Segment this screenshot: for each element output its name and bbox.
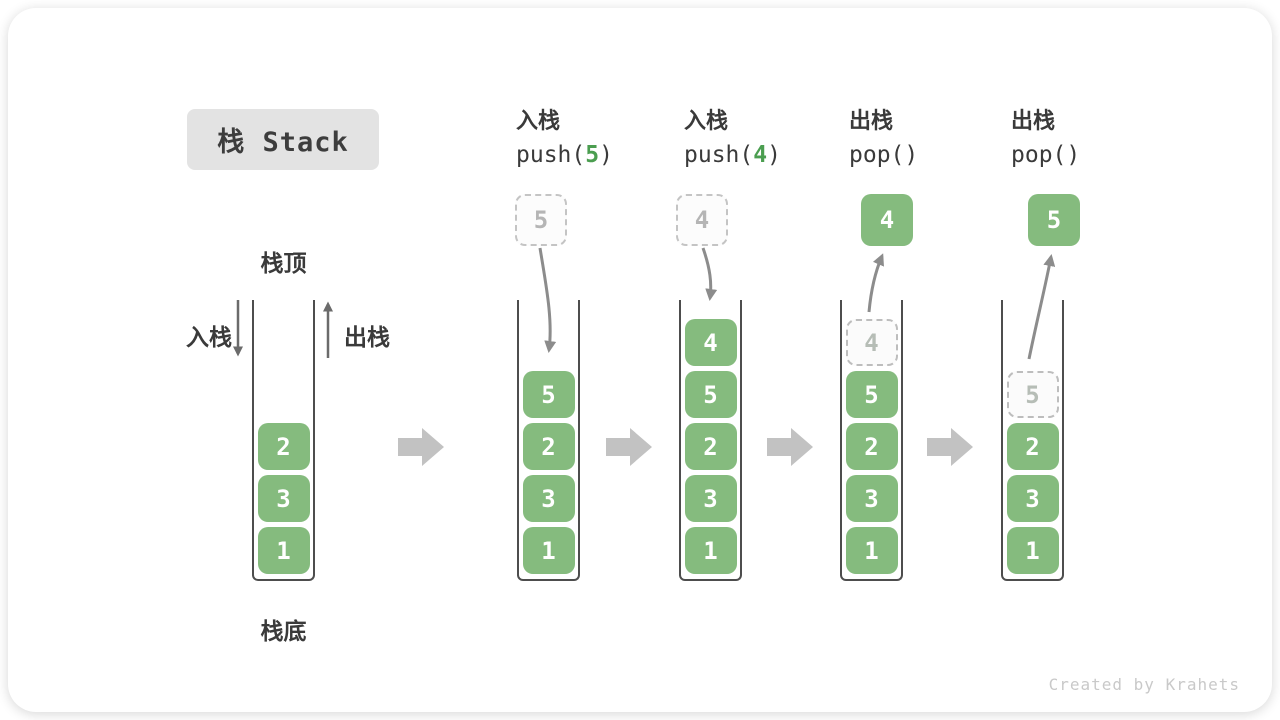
flow-arrow-icon <box>606 428 652 466</box>
operation-name: 出栈 <box>1011 108 1056 133</box>
operation-header-push-5: 入栈 push(5) <box>516 104 613 172</box>
stack-block: 3 <box>845 475 898 522</box>
stack-block: 2 <box>522 423 575 470</box>
stack-block-ghost: 5 <box>1006 371 1059 418</box>
stack-bottom-label: 栈底 <box>260 618 307 644</box>
operation-code: push(4) <box>684 138 781 172</box>
value-text: 4 <box>879 206 895 234</box>
stack-block: 3 <box>522 475 575 522</box>
flow-arrow-icon <box>398 428 444 466</box>
flow-arrow-icon <box>927 428 973 466</box>
code-prefix: pop( <box>849 142 905 168</box>
stack-block: 5 <box>684 371 737 418</box>
operation-code: pop() <box>849 138 918 172</box>
stack-initial: 2 3 1 <box>252 300 315 581</box>
credit-text: Created by Krahets <box>1048 675 1240 694</box>
code-prefix: pop( <box>1011 142 1067 168</box>
code-suffix: ) <box>1066 142 1081 168</box>
operation-code: pop() <box>1011 138 1080 172</box>
operation-header-pop-2: 出栈 pop() <box>1011 104 1080 172</box>
operation-name: 出栈 <box>849 108 894 133</box>
pop-direction-label: 出栈 <box>344 324 390 350</box>
stack-block: 1 <box>522 527 575 574</box>
stack-block: 1 <box>257 527 310 574</box>
operation-name: 入栈 <box>684 108 729 133</box>
stack-block: 1 <box>845 527 898 574</box>
stack-block: 5 <box>845 371 898 418</box>
push-direction-label: 入栈 <box>186 324 232 350</box>
operation-code: push(5) <box>516 138 613 172</box>
stack-block: 2 <box>684 423 737 470</box>
value-text: 5 <box>1046 206 1062 234</box>
stack-block: 1 <box>684 527 737 574</box>
stack-after-pop-5: 5 2 3 1 <box>1001 300 1064 581</box>
code-suffix: ) <box>599 142 613 168</box>
value-text: 4 <box>694 206 710 234</box>
stack-block: 3 <box>257 475 310 522</box>
stack-top-label: 栈顶 <box>260 250 307 276</box>
page-title: 栈 Stack <box>187 109 379 170</box>
incoming-value-box-5: 5 <box>515 194 567 246</box>
stack-block-ghost: 4 <box>845 319 898 366</box>
stack-block: 3 <box>684 475 737 522</box>
popped-value-box-4: 4 <box>861 194 913 246</box>
stack-block: 3 <box>1006 475 1059 522</box>
stack-block: 2 <box>257 423 310 470</box>
operation-header-pop-1: 出栈 pop() <box>849 104 918 172</box>
page-title-text: 栈 Stack <box>217 127 349 158</box>
code-prefix: push( <box>516 142 586 168</box>
operation-header-push-4: 入栈 push(4) <box>684 104 781 172</box>
popped-value-box-5: 5 <box>1028 194 1080 246</box>
flow-arrow-icon <box>767 428 813 466</box>
stack-block: 4 <box>684 319 737 366</box>
stack-block: 5 <box>522 371 575 418</box>
stack-block: 2 <box>1006 423 1059 470</box>
stack-after-push-4: 4 5 2 3 1 <box>679 300 742 581</box>
code-prefix: push( <box>684 142 754 168</box>
value-text: 5 <box>533 206 549 234</box>
operation-name: 入栈 <box>516 108 561 133</box>
stack-after-push-5: 5 2 3 1 <box>517 300 580 581</box>
code-suffix: ) <box>904 142 919 168</box>
stack-block: 2 <box>845 423 898 470</box>
stack-block: 1 <box>1006 527 1059 574</box>
incoming-value-box-4: 4 <box>676 194 728 246</box>
stack-after-pop-4: 4 5 2 3 1 <box>840 300 903 581</box>
code-suffix: ) <box>767 142 781 168</box>
code-arg: 5 <box>585 142 600 168</box>
code-arg: 4 <box>753 142 768 168</box>
